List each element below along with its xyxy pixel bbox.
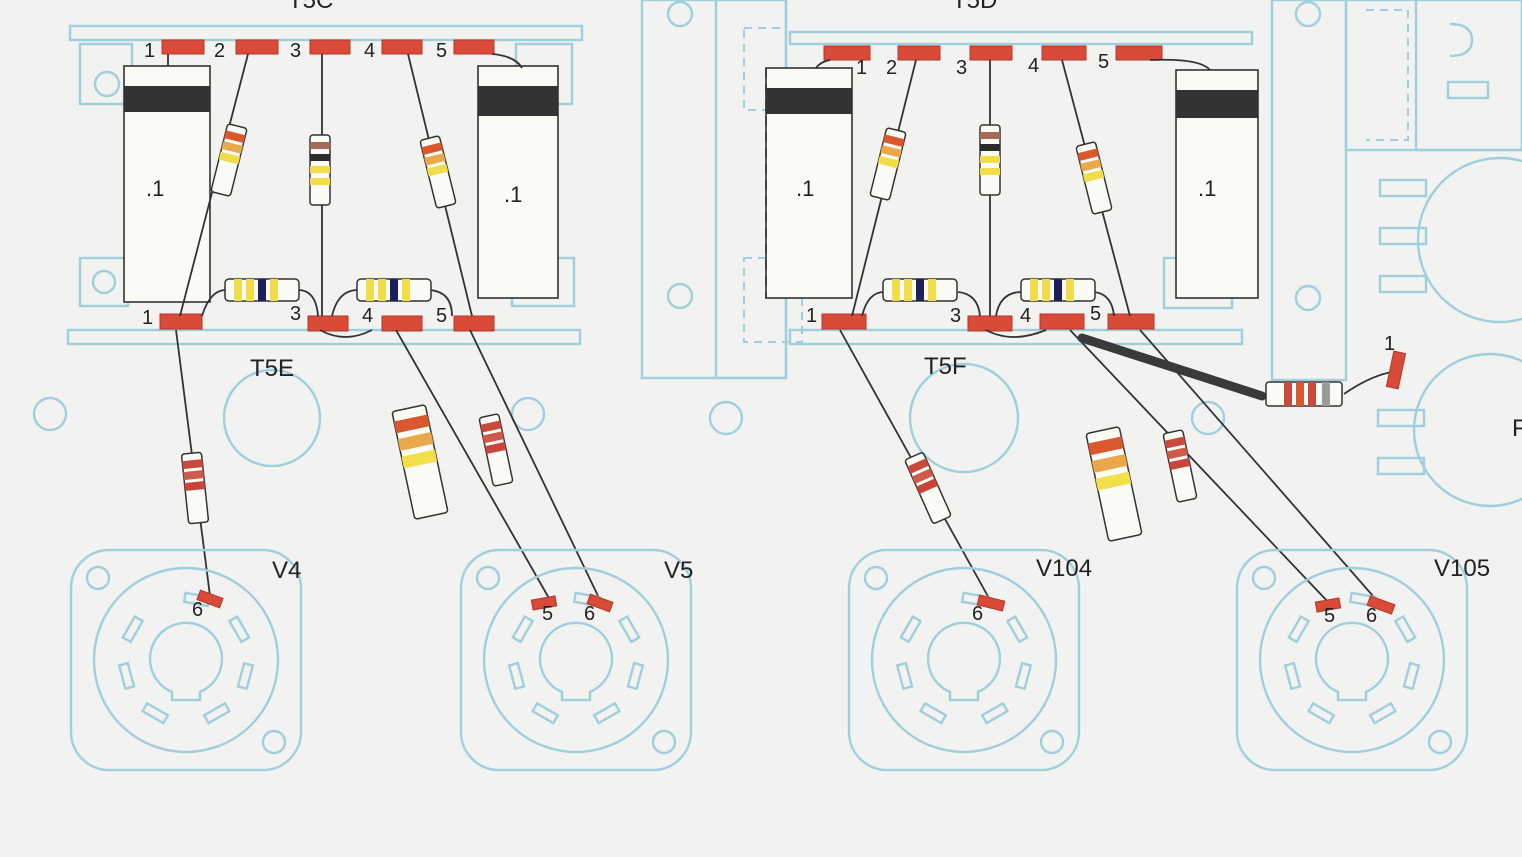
pin-label: 5 [1098,51,1109,73]
capacitor-value: .1 [146,176,164,201]
terminal-tab [897,45,941,61]
strip-t5c: T5C 1 2 3 4 5 [144,0,495,62]
pin-label: 5 [542,603,553,625]
side-terminal: 1 [1384,333,1407,390]
capacitor: .1 [123,65,211,303]
resistor [869,126,907,202]
pin-label: 1 [142,307,153,329]
terminal-tab [1041,45,1087,61]
pin-label: 5 [1324,605,1335,627]
resistor [180,451,210,525]
capacitor-value: .1 [504,182,522,207]
socket-v4: V4 6 [69,548,303,772]
capacitor-value: .1 [1198,176,1216,201]
pin-label: 4 [1020,305,1031,327]
resistor [210,122,248,198]
socket-v104: V104 6 [847,548,1092,772]
strip-t5e: 1 3 4 5 T5E [142,303,495,382]
socket-v5: V5 5 6 [459,548,693,772]
terminal-tab [453,315,495,332]
resistor [1020,278,1096,302]
pin-label: 4 [362,305,373,327]
side-terminal-label: 1 [1384,333,1395,355]
edge-glyph: F [1512,415,1522,442]
terminal-tab [381,315,423,332]
socket-label: V105 [1434,555,1490,582]
terminal-tab [821,313,867,330]
pin-label: 4 [364,40,375,62]
terminal-tab [1039,313,1085,330]
socket-label: V4 [272,557,301,584]
terminal-tab [309,39,351,55]
capacitor: .1 [477,65,559,299]
terminal-tab [381,39,423,55]
terminal-tab [159,313,203,330]
capacitor: .1 [1175,69,1259,299]
terminal-tab [161,39,205,55]
resistor [391,403,449,521]
terminal-tab [307,315,349,332]
pin-label: 5 [1090,303,1101,325]
strip-label-t5e: T5E [250,355,294,382]
socket-label: V5 [664,557,693,584]
resistor [1075,140,1113,216]
resistor [1265,381,1343,407]
resistor [1162,428,1198,504]
pin-label: 6 [192,599,203,621]
socket-v105: V105 5 6 [1235,548,1490,772]
pin-label: 2 [886,57,897,79]
resistor [979,124,1001,196]
terminal-tab [823,45,871,61]
terminal-tab [969,45,1013,61]
resistor [478,412,514,488]
terminal-tab [453,39,495,55]
pin-label: 6 [972,603,983,625]
pin-label: 1 [806,305,817,327]
resistor [356,278,432,302]
capacitor-value: .1 [796,176,814,201]
resistor [224,278,300,302]
pin-label: 2 [214,40,225,62]
pin-label: 1 [144,40,155,62]
terminal-tab [235,39,279,55]
strip-t5f: 1 3 4 5 T5F [806,303,1155,380]
resistor [903,451,953,525]
strip-label-t5f: T5F [924,353,967,380]
pin-label: 5 [436,40,447,62]
pin-label: 6 [1366,605,1377,627]
resistor [419,134,457,210]
strip-label-t5d: T5D [952,0,997,14]
pin-label: 6 [584,603,595,625]
resistor [309,134,331,206]
pin-label: 5 [436,305,447,327]
socket-label: V104 [1036,555,1092,582]
resistor [1085,425,1143,543]
pin-label: 3 [950,305,961,327]
resistor [882,278,958,302]
capacitor: .1 [765,67,853,299]
pin-label: 4 [1028,55,1039,77]
pin-label: 3 [290,40,301,62]
strip-t5d: T5D 1 2 3 4 5 [823,0,1163,79]
terminal-tab [967,315,1013,332]
pin-label: 3 [956,57,967,79]
pin-label: 3 [290,303,301,325]
strip-label-t5c: T5C [288,0,333,14]
terminal-tab [1115,45,1163,61]
terminal-tab [1107,313,1155,330]
pin-label: 1 [856,57,867,79]
